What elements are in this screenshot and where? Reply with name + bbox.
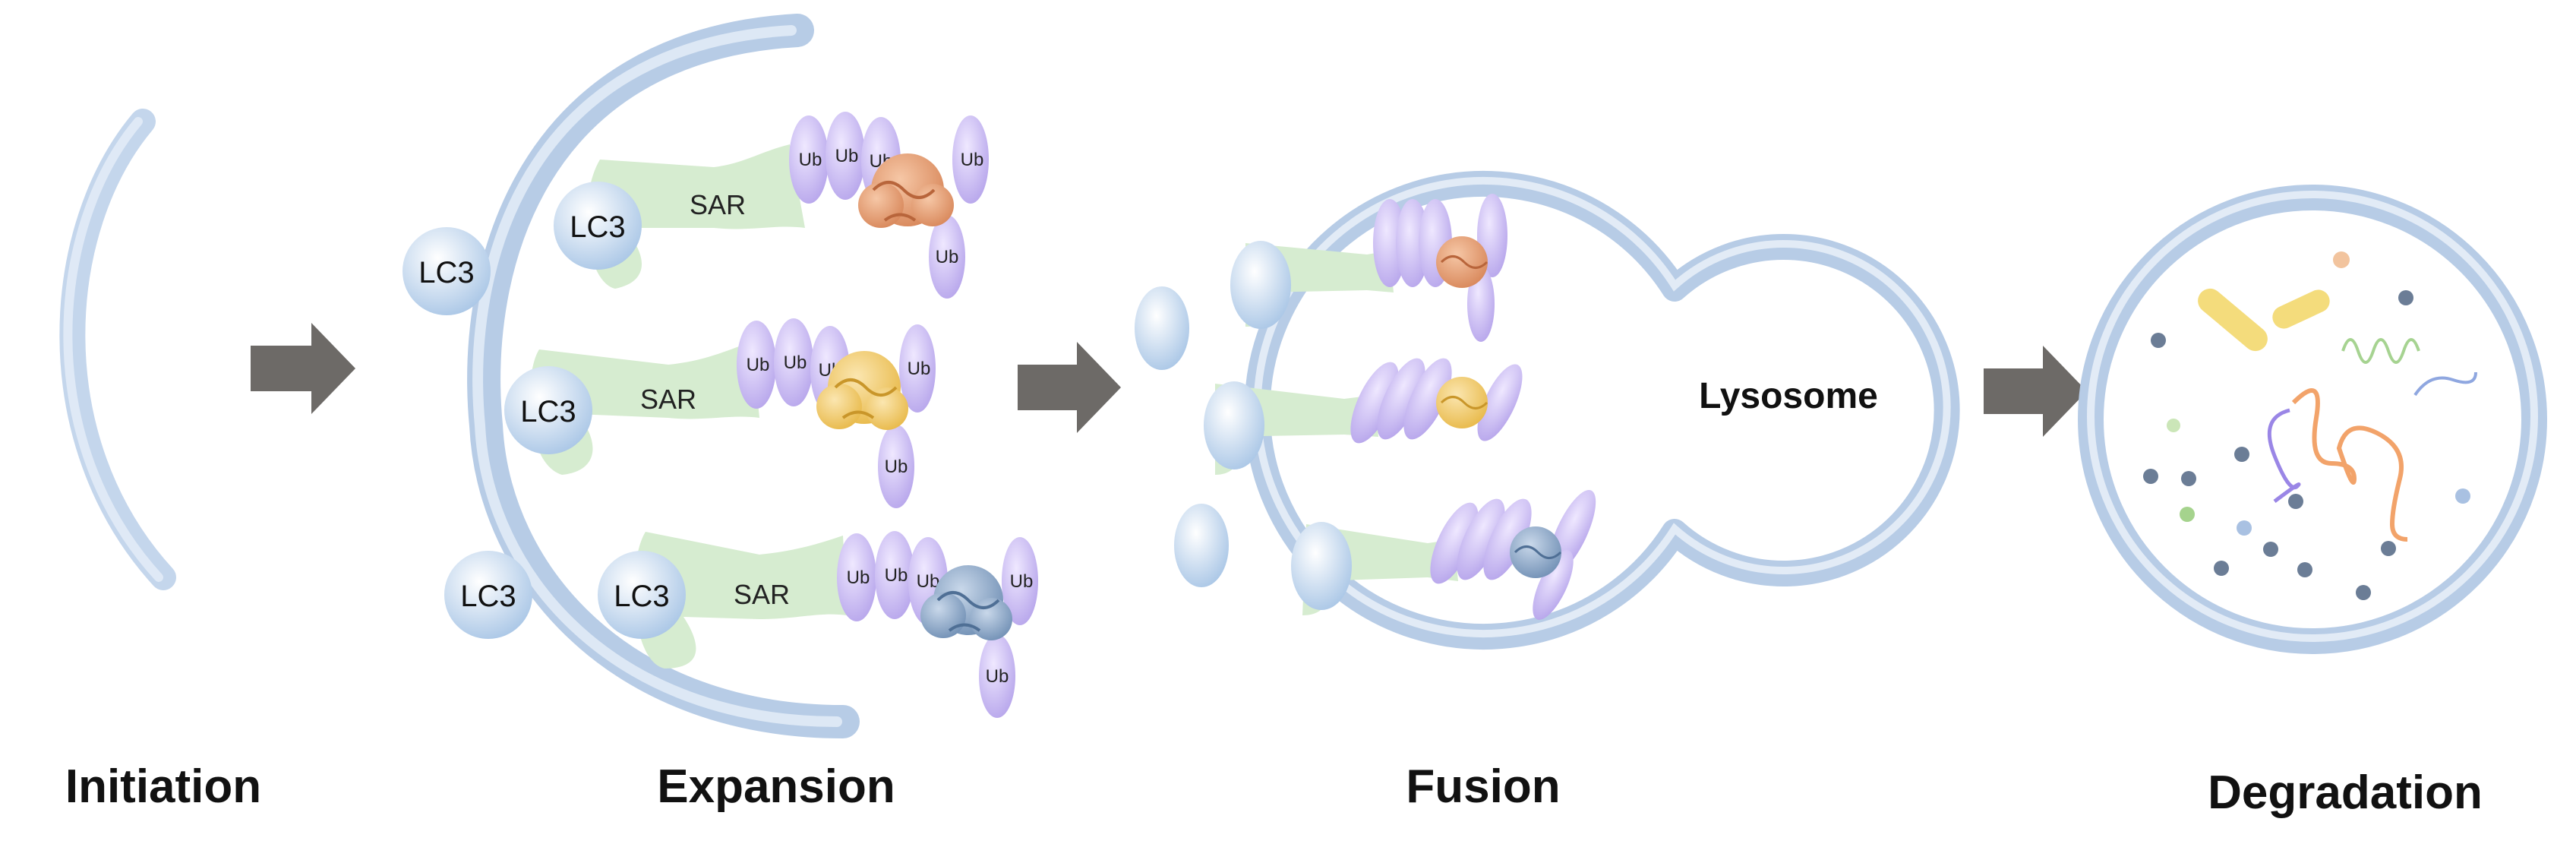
sar-receptor [1291, 522, 1458, 615]
lc3-outer: LC3 [402, 227, 491, 315]
lc3-inner: LC3 [554, 182, 642, 270]
ub-label: Ub [835, 146, 859, 166]
cargo-yellow [1436, 377, 1488, 428]
lc3-label: LC3 [460, 580, 516, 613]
ub-label: Ub [961, 150, 984, 170]
cargo-orange [1436, 236, 1488, 288]
ub-label: Ub [1010, 571, 1034, 592]
lc3-inner: LC3 [504, 366, 592, 454]
expansion-phagophore [467, 14, 860, 738]
ubiquitin-chain: Ub Ub Ub Ub Ub [789, 112, 989, 299]
ub-label: Ub [784, 352, 807, 373]
ub-label: Ub [986, 666, 1009, 687]
lc3-outer [1174, 504, 1229, 587]
lysosome-label: Lysosome [1699, 376, 1878, 416]
arrow-icon [1018, 342, 1121, 433]
cargo-blue [920, 565, 1012, 640]
ub-label: Ub [885, 565, 908, 586]
stage-label-initiation: Initiation [65, 760, 262, 813]
cargo-orange [858, 153, 954, 228]
ubiquitin-chain [1350, 358, 1523, 444]
sar-receptor: SAR [586, 144, 805, 289]
stage-label-fusion: Fusion [1406, 760, 1561, 813]
sar-label: SAR [640, 384, 696, 415]
degradation-vesicle [2078, 185, 2547, 654]
ubiquitin-chain: Ub Ub Ub Ub Ub [837, 531, 1038, 718]
autolysosome [1244, 171, 1960, 650]
arrow-icon [251, 323, 355, 414]
stage-label-expansion: Expansion [657, 760, 895, 813]
ub-label: Ub [936, 247, 959, 267]
lc3-inner: LC3 [598, 551, 686, 639]
lc3-label: LC3 [520, 395, 576, 428]
stage-label-degradation: Degradation [2208, 767, 2483, 819]
lc3-label: LC3 [418, 256, 474, 289]
ub-label: Ub [747, 355, 770, 375]
lc3-label: LC3 [570, 210, 625, 244]
lc3-outer [1135, 286, 1189, 370]
ub-label: Ub [799, 150, 822, 170]
arrow-icon [1984, 346, 2087, 437]
sar-receptor: SAR [529, 342, 759, 475]
initiation-phagophore [59, 109, 176, 590]
sar-receptor: SAR [634, 532, 847, 669]
ub-label: Ub [847, 567, 870, 588]
sar-label: SAR [690, 189, 746, 220]
lc3-label: LC3 [614, 580, 669, 613]
ub-label: Ub [908, 359, 931, 379]
degraded-fragments [2143, 251, 2477, 600]
lc3-outer: LC3 [444, 551, 532, 639]
cargo-blue [1510, 526, 1562, 578]
cargo-yellow [816, 351, 908, 430]
ub-label: Ub [885, 457, 908, 477]
sar-label: SAR [734, 579, 790, 610]
sar-receptor [1204, 381, 1378, 475]
sar-receptor [1230, 241, 1394, 329]
